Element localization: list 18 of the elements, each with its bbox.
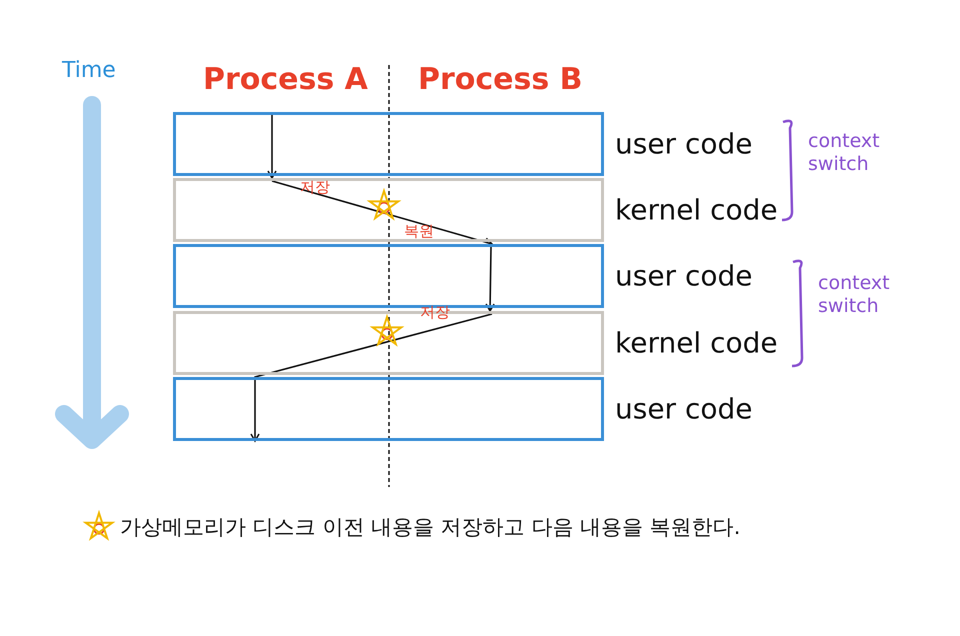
note-label: 저장 xyxy=(300,178,330,197)
row-label: kernel code xyxy=(615,326,778,360)
flow-arrow xyxy=(485,246,495,312)
annotation-text: context switch xyxy=(818,272,891,318)
column-heading: Process A xyxy=(203,62,368,97)
time-label: Time xyxy=(62,58,116,83)
flow-arrow xyxy=(267,115,277,179)
row-label: user code xyxy=(615,128,752,160)
note-label: 복원 xyxy=(404,222,434,241)
flow-arrow xyxy=(250,313,492,442)
row-label: kernel code xyxy=(615,194,778,226)
flow-arrow xyxy=(272,180,493,247)
row-label: user code xyxy=(615,260,752,292)
row-label: user code xyxy=(615,392,752,426)
column-heading: Process B xyxy=(418,62,583,97)
note-label: 저장 xyxy=(420,303,450,322)
annotation-text: context switch xyxy=(808,130,881,176)
footnote-text: 가상메모리가 디스크 이전 내용을 저장하고 다음 내용을 복원한다. xyxy=(120,514,740,541)
